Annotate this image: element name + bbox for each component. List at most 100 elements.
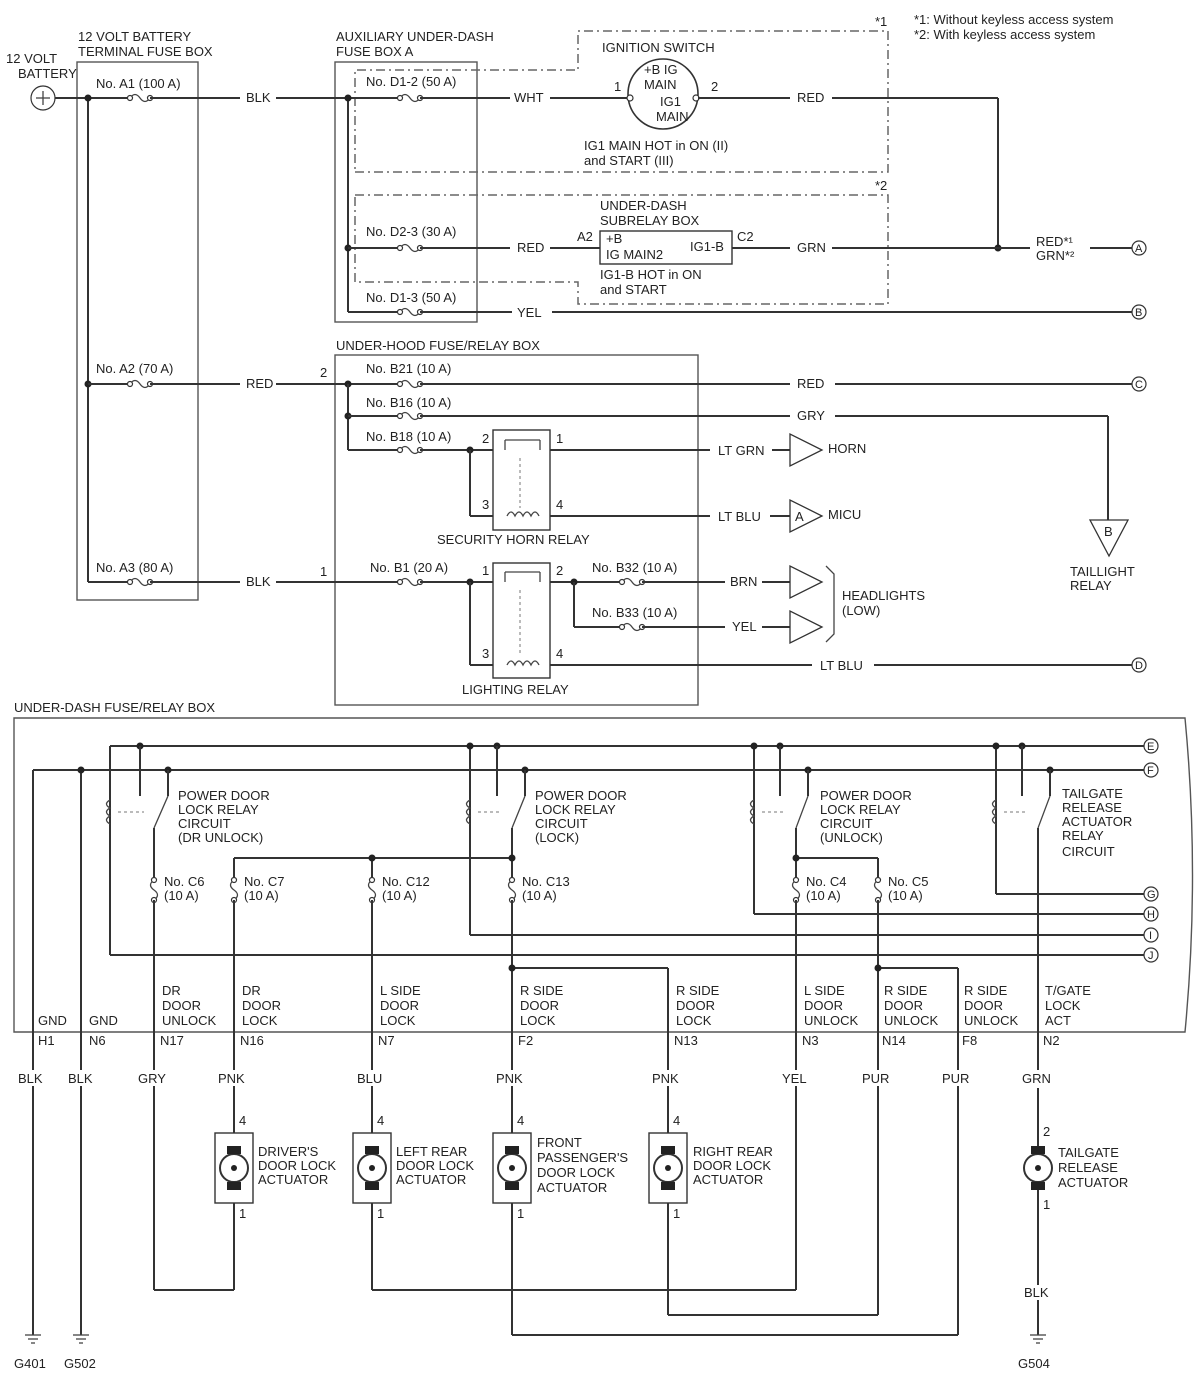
svg-text:J: J xyxy=(1148,950,1154,962)
headlights-label-1: HEADLIGHTS xyxy=(842,588,925,603)
wire-red-d23: RED xyxy=(517,240,544,255)
terminal-fuse-box-title-1: 12 VOLT BATTERY xyxy=(78,29,192,44)
lock-circuit-1: POWER DOOR xyxy=(535,788,627,803)
svg-text:GRY: GRY xyxy=(138,1071,166,1086)
svg-text:T/GATE: T/GATE xyxy=(1045,983,1091,998)
svg-text:LOCK: LOCK xyxy=(380,1013,416,1028)
ground-g502-label: G502 xyxy=(64,1356,96,1371)
lighting-relay-pin-2: 2 xyxy=(556,563,563,578)
fuse-c13 xyxy=(507,876,517,904)
horn-relay-pin-2: 2 xyxy=(482,431,489,446)
fuse-b21-label: No. B21 (10 A) xyxy=(366,361,451,376)
subrelay-note-1: IG1-B HOT in ON xyxy=(600,267,702,282)
fuse-c6-label-1: No. C6 xyxy=(164,874,204,889)
wire-lt-blu-d: LT BLU xyxy=(820,658,863,673)
svg-text:+B IG: +B IG xyxy=(644,62,678,77)
tailgate-release-actuator xyxy=(1023,1146,1053,1190)
fuse-c5 xyxy=(873,876,883,904)
fuse-b32-label: No. B32 (10 A) xyxy=(592,560,677,575)
svg-text:LOCK: LOCK xyxy=(676,1013,712,1028)
drivers-door-lock-actuator xyxy=(214,1132,254,1204)
svg-text:DOOR: DOOR xyxy=(676,998,715,1013)
svg-text:LOCK: LOCK xyxy=(242,1013,278,1028)
lighting-relay xyxy=(492,562,551,679)
svg-text:UNLOCK: UNLOCK xyxy=(804,1013,859,1028)
tailgate-circuit-5: CIRCUIT xyxy=(1062,844,1115,859)
wire-red-c: RED xyxy=(797,376,824,391)
svg-text:2: 2 xyxy=(1043,1124,1050,1139)
fuse-c13-label-1: No. C13 xyxy=(522,874,570,889)
connector-f: F xyxy=(1143,762,1159,778)
svg-text:1: 1 xyxy=(517,1206,524,1221)
svg-text:H: H xyxy=(1147,909,1155,921)
lock-circuit-2: LOCK RELAY xyxy=(535,802,616,817)
ignition-note-2: and START (III) xyxy=(584,153,674,168)
fuse-b1-label: No. B1 (20 A) xyxy=(370,560,448,575)
underhood-fuse-relay-box xyxy=(334,354,699,706)
connector-e: E xyxy=(1143,738,1159,754)
fuse-c7 xyxy=(229,876,239,904)
svg-text:PUR: PUR xyxy=(862,1071,889,1086)
connector-i: I xyxy=(1143,927,1159,943)
fuse-a2-label: No. A2 (70 A) xyxy=(96,361,173,376)
fuse-a1-label: No. A1 (100 A) xyxy=(96,76,181,91)
svg-text:L SIDE: L SIDE xyxy=(804,983,845,998)
subrelay-title-2: SUBRELAY BOX xyxy=(600,213,700,228)
svg-text:I: I xyxy=(1149,930,1152,942)
horn-relay-pin-4: 4 xyxy=(556,497,563,512)
headlight-left-symbol xyxy=(789,564,824,600)
front-actuator-label-3: DOOR LOCK xyxy=(537,1165,615,1180)
wire-wht: WHT xyxy=(514,90,544,105)
option-box-2 xyxy=(354,194,889,305)
svg-text:N3: N3 xyxy=(802,1033,819,1048)
ignition-pin-2: 2 xyxy=(711,79,718,94)
terminal-pins: H1 N6 N17 N16 N7 F2 N13 N3 N14 F8 N2 xyxy=(38,1033,1060,1048)
svg-text:GRN: GRN xyxy=(1022,1071,1051,1086)
connector-a: A xyxy=(1131,240,1147,256)
fuse-b33-label: No. B33 (10 A) xyxy=(592,605,677,620)
svg-text:A: A xyxy=(1135,243,1143,255)
underhood-box-title: UNDER-HOOD FUSE/RELAY BOX xyxy=(336,338,540,353)
fuse-c7-label-2: (10 A) xyxy=(244,888,279,903)
svg-text:N14: N14 xyxy=(882,1033,906,1048)
wire-lt-grn: LT GRN xyxy=(718,443,764,458)
unlock-circuit-2: LOCK RELAY xyxy=(820,802,901,817)
rightrear-actuator-label-1: RIGHT REAR xyxy=(693,1144,773,1159)
connector-h: H xyxy=(1143,906,1159,922)
fuse-a3-label: No. A3 (80 A) xyxy=(96,560,173,575)
svg-text:H1: H1 xyxy=(38,1033,55,1048)
taillight-relay-triangle xyxy=(1088,519,1130,558)
fuse-d2-3-label: No. D2-3 (30 A) xyxy=(366,224,456,239)
svg-text:N7: N7 xyxy=(378,1033,395,1048)
wire-grn-a: GRN*² xyxy=(1036,248,1075,263)
svg-text:UNLOCK: UNLOCK xyxy=(964,1013,1019,1028)
ground-g502-symbol xyxy=(73,1334,89,1344)
tailgate-circuit-1: TAILGATE xyxy=(1062,786,1123,801)
driver-actuator-label-1: DRIVER'S xyxy=(258,1144,319,1159)
svg-text:IG MAIN2: IG MAIN2 xyxy=(606,247,663,262)
svg-text:N17: N17 xyxy=(160,1033,184,1048)
fuse-c12-label-2: (10 A) xyxy=(382,888,417,903)
battery-symbol xyxy=(30,85,56,111)
svg-text:1: 1 xyxy=(673,1206,680,1221)
ground-g504-symbol xyxy=(1030,1334,1046,1344)
svg-text:PNK: PNK xyxy=(496,1071,523,1086)
footnote-2: *2: With keyless access system xyxy=(914,27,1095,42)
svg-text:G: G xyxy=(1147,889,1156,901)
tailgate-actuator-label-2: RELEASE xyxy=(1058,1160,1118,1175)
svg-text:YEL: YEL xyxy=(782,1071,807,1086)
fuse-d1-2-label: No. D1-2 (50 A) xyxy=(366,74,456,89)
ground-g401-symbol xyxy=(25,1334,41,1344)
wire-blk-a1: BLK xyxy=(246,90,271,105)
tailgate-circuit-3: ACTUATOR xyxy=(1062,814,1132,829)
front-passengers-door-lock-actuator xyxy=(492,1132,532,1204)
fuse-c4-label-2: (10 A) xyxy=(806,888,841,903)
unlock-circuit-3: CIRCUIT xyxy=(820,816,873,831)
svg-text:4: 4 xyxy=(239,1113,246,1128)
tailgate-circuit-4: RELAY xyxy=(1062,828,1104,843)
svg-text:DOOR: DOOR xyxy=(162,998,201,1013)
right-rear-door-lock-actuator xyxy=(648,1132,688,1204)
fuse-c4 xyxy=(791,876,801,904)
svg-text:DOOR: DOOR xyxy=(804,998,843,1013)
driver-actuator-label-3: ACTUATOR xyxy=(258,1172,328,1187)
